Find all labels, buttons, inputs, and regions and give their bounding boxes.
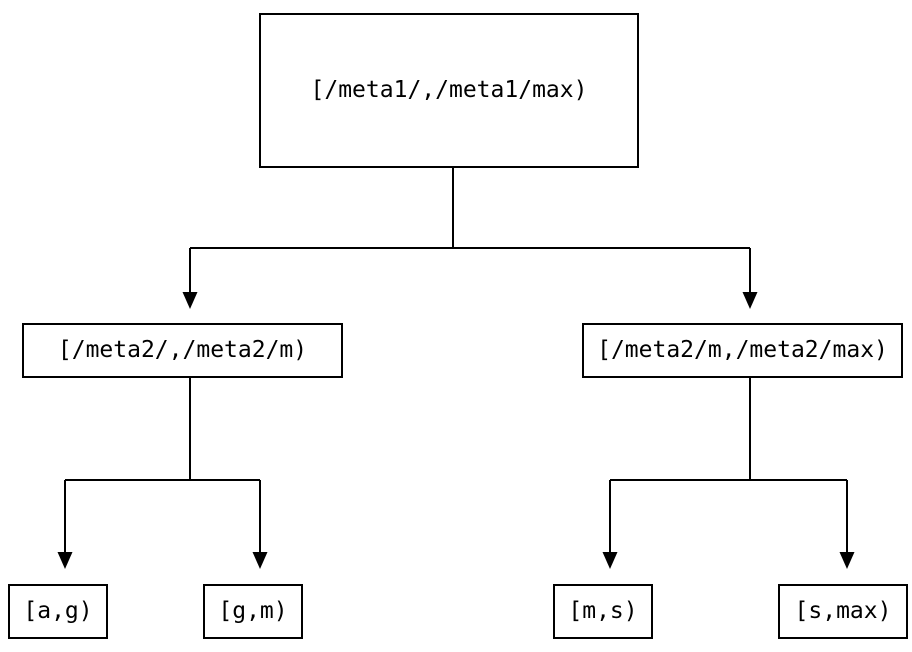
node-leaf-ms: [m,s)	[553, 584, 653, 639]
node-leaf-ms-label: [m,s)	[568, 598, 638, 624]
node-leaf-ag-label: [a,g)	[23, 598, 93, 624]
arrowhead-icon	[742, 292, 758, 309]
arrowhead-icon	[252, 552, 268, 569]
arrowhead-icon	[602, 552, 618, 569]
arrowhead-icon	[839, 552, 855, 569]
node-leaf-smax: [s,max)	[778, 584, 908, 639]
node-branch-right-label: [/meta2/m,/meta2/max)	[597, 337, 888, 363]
node-leaf-gm-label: [g,m)	[218, 598, 288, 624]
node-root: [/meta1/,/meta1/max)	[259, 13, 639, 168]
arrowhead-icon	[57, 552, 73, 569]
arrowhead-icon	[182, 292, 198, 309]
edge-root-to-branches	[189, 168, 751, 293]
node-leaf-gm: [g,m)	[203, 584, 303, 639]
edge-branch-right-to-leaves	[609, 378, 848, 553]
node-branch-right: [/meta2/m,/meta2/max)	[582, 323, 903, 378]
node-branch-left-label: [/meta2/,/meta2/m)	[57, 337, 308, 363]
node-leaf-smax-label: [s,max)	[794, 598, 892, 624]
edge-branch-left-to-leaves	[64, 378, 261, 553]
node-root-label: [/meta1/,/meta1/max)	[310, 77, 588, 103]
node-leaf-ag: [a,g)	[8, 584, 108, 639]
node-branch-left: [/meta2/,/meta2/m)	[22, 323, 343, 378]
